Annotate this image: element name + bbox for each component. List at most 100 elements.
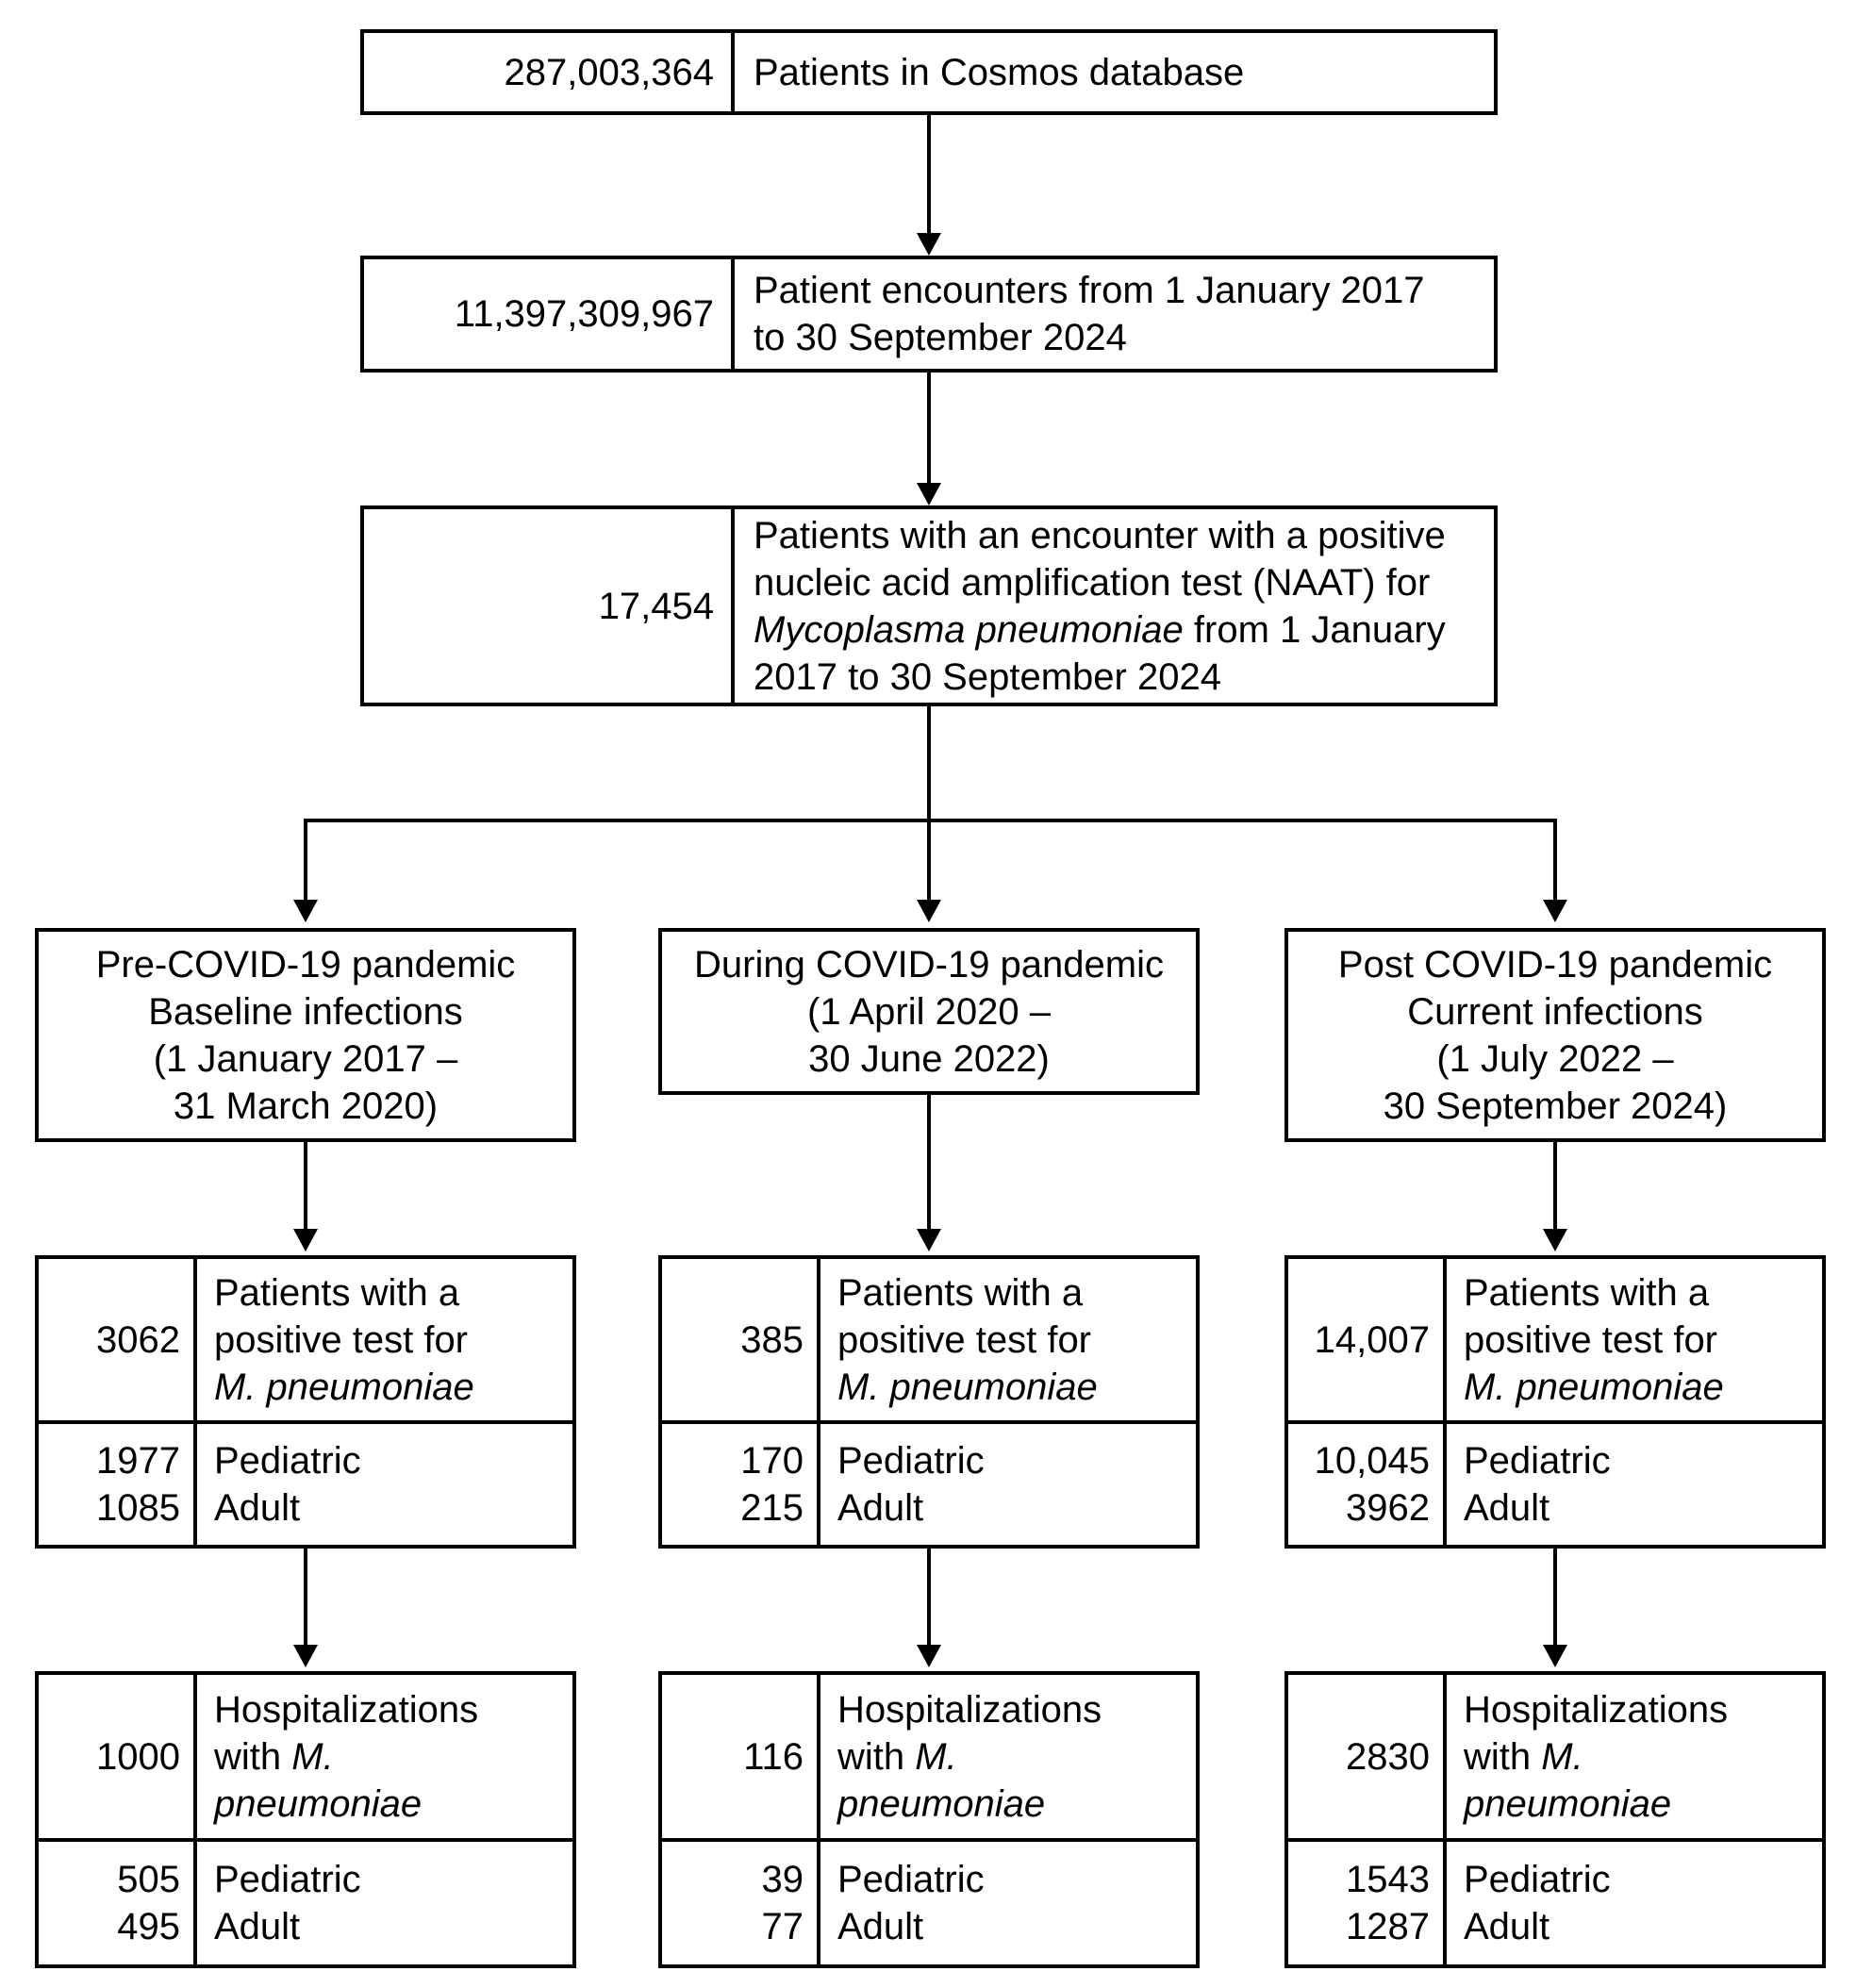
table-row: 2830 Hospitalizations with M. pneumoniae [1288,1675,1822,1838]
text-segment: 2017 to 30 September 2024 [754,655,1221,698]
count-cell: 170 215 [662,1424,820,1545]
pediatric-count: 1977 [96,1440,180,1482]
header-line: 31 March 2020) [173,1085,439,1127]
text-segment: Patients in Cosmos database [754,51,1245,93]
text-segment: Hospitalizations [837,1688,1102,1731]
period-header-pre-covid: Pre-COVID-19 pandemic Baseline infection… [35,928,576,1142]
text-line: pneumoniae [837,1781,1196,1828]
text-line: M. pneumoniae [837,1364,1196,1411]
pediatric-count: 505 [117,1859,180,1900]
period-header-post-covid: Post COVID-19 pandemic Current infection… [1284,928,1826,1142]
text-segment-italic: pneumoniae [214,1782,423,1825]
header-line: Post COVID-19 pandemic [1337,943,1773,986]
box-cosmos-database: 287,003,364 Patients in Cosmos database [360,29,1498,115]
pediatric-count: 1543 [1346,1859,1430,1900]
text-segment: positive test for [837,1318,1092,1361]
arrow-head [1543,1229,1567,1251]
pediatric-label: Pediatric [1464,1859,1611,1900]
header-line: Baseline infections [148,990,463,1033]
label-cell: Pediatric Adult [820,1842,1196,1964]
pediatric-label: Pediatric [837,1859,985,1900]
adult-label: Adult [1464,1487,1550,1529]
table-row: 170 215 Pediatric Adult [662,1420,1196,1545]
text-line: pneumoniae [1464,1781,1822,1828]
label-cell: Pediatric Adult [1447,1424,1822,1545]
box-patient-encounters: 11,397,309,967 Patient encounters from 1… [360,256,1498,373]
header-line: Current infections [1407,990,1703,1033]
header-line: (1 April 2020 – [807,990,1051,1033]
count-cell: 10,045 3962 [1288,1424,1447,1545]
text-line: positive test for [1464,1317,1822,1364]
text-line: Patients in Cosmos database [754,49,1494,96]
label-cell: Patient encounters from 1 January 2017 t… [735,259,1494,369]
pediatric-count: 10,045 [1314,1440,1430,1482]
text-segment: from 1 January [1183,608,1446,651]
label-cell: Pediatric Adult [197,1842,572,1964]
label-cell: Hospitalizations with M. pneumoniae [1447,1675,1822,1838]
adult-label: Adult [837,1906,924,1947]
count-cell: 287,003,364 [364,33,735,111]
label-cell: Pediatric Adult [1447,1842,1822,1964]
label-cell: Patients with a positive test for M. pne… [197,1259,572,1420]
adult-count: 215 [740,1487,804,1529]
adult-count: 77 [761,1906,804,1947]
text-segment-italic: pneumoniae [1464,1782,1672,1825]
box-positive-test-pre-covid: 3062 Patients with a positive test for M… [35,1255,576,1549]
count-cell: 39 77 [662,1842,820,1964]
arrow-head [917,900,941,922]
table-row: 14,007 Patients with a positive test for… [1288,1259,1822,1420]
table-row: 385 Patients with a positive test for M.… [662,1259,1196,1420]
header-line: 30 June 2022) [808,1037,1050,1080]
table-row: 39 77 Pediatric Adult [662,1838,1196,1964]
text-segment-italic: M. pneumoniae [1464,1366,1724,1408]
adult-count: 495 [117,1906,180,1947]
arrow-head [293,1645,318,1667]
header-line: Pre-COVID-19 pandemic [95,943,516,986]
count-value: 3062 [96,1318,180,1361]
text-segment-italic: M. pneumoniae [214,1366,474,1408]
arrow-head [917,1229,941,1251]
text-line: to 30 September 2024 [754,314,1494,361]
pediatric-label: Pediatric [214,1859,361,1900]
box-hospitalizations-post-covid: 2830 Hospitalizations with M. pneumoniae… [1284,1671,1826,1968]
box-positive-test-during-covid: 385 Patients with a positive test for M.… [658,1255,1200,1549]
text-line: positive test for [837,1317,1196,1364]
table-row: 1000 Hospitalizations with M. pneumoniae [39,1675,572,1838]
text-line: with M. [1464,1733,1822,1781]
adult-label: Adult [1464,1906,1550,1947]
text-segment: Hospitalizations [1464,1688,1729,1731]
text-segment: to 30 September 2024 [754,317,1127,358]
text-segment-italic: Mycoplasma pneumoniae [754,608,1184,651]
count-cell: 116 [662,1675,820,1838]
adult-count: 1085 [96,1487,180,1529]
header-line: (1 July 2022 – [1436,1037,1674,1080]
text-segment-italic: pneumoniae [837,1782,1046,1825]
table-row: 116 Hospitalizations with M. pneumoniae [662,1675,1196,1838]
text-segment: positive test for [214,1318,469,1361]
header-line: (1 January 2017 – [153,1037,458,1080]
count-value: 2830 [1346,1735,1430,1778]
label-cell: Pediatric Adult [197,1424,572,1545]
adult-label: Adult [214,1906,301,1947]
box-positive-test-post-covid: 14,007 Patients with a positive test for… [1284,1255,1826,1549]
text-line: Patients with an encounter with a positi… [754,512,1494,559]
count-cell: 505 495 [39,1842,197,1964]
text-segment: Patients with a [1464,1271,1710,1314]
arrow-head [1543,900,1567,922]
arrow-head [917,233,941,256]
count-cell: 2830 [1288,1675,1447,1838]
text-segment: with [837,1735,916,1778]
table-row: 505 495 Pediatric Adult [39,1838,572,1964]
text-line: Patient encounters from 1 January 2017 [754,267,1494,314]
pediatric-label: Pediatric [214,1440,361,1482]
box-hospitalizations-pre-covid: 1000 Hospitalizations with M. pneumoniae… [35,1671,576,1968]
count-value: 385 [740,1318,804,1361]
table-row: 1977 1085 Pediatric Adult [39,1420,572,1545]
text-line: with M. [837,1733,1196,1781]
count-cell: 385 [662,1259,820,1420]
text-line: M. pneumoniae [1464,1364,1822,1411]
arrow-head [293,1229,318,1251]
text-line: Patients with a [214,1269,572,1317]
box-naat-positive: 17,454 Patients with an encounter with a… [360,505,1498,706]
